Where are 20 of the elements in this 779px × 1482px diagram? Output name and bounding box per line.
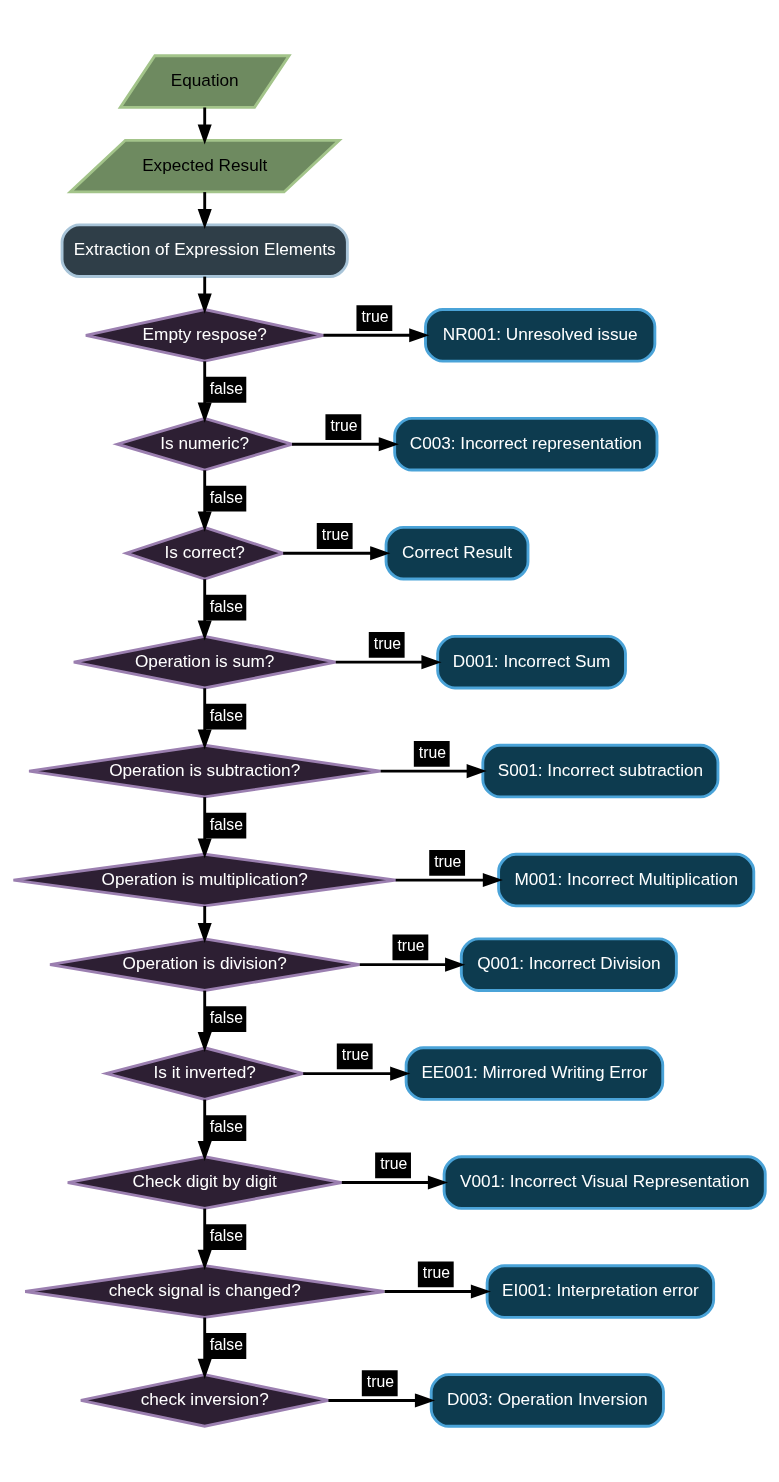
edge-label: false: [209, 1227, 244, 1245]
edge-label: false: [209, 1336, 244, 1353]
edge-label: true: [422, 1264, 451, 1282]
edge-label: false: [209, 488, 244, 506]
edge-label: false: [209, 815, 244, 833]
edge-label: true: [321, 526, 349, 544]
edge-label: true: [341, 1046, 369, 1064]
edge-label: true: [330, 417, 358, 435]
edge-label: false: [209, 597, 244, 615]
edge-label: true: [380, 1155, 408, 1173]
edge-label: false: [209, 379, 244, 397]
edge-label: false: [209, 1009, 244, 1027]
edge-label: true: [397, 937, 425, 955]
edge-label: true: [418, 743, 446, 761]
edge-label: false: [209, 1118, 244, 1136]
edge-label: true: [361, 308, 389, 326]
edge-label: false: [209, 706, 244, 724]
edge-label: true: [434, 852, 462, 870]
edge-label: true: [366, 1373, 394, 1391]
edge-label: true: [373, 634, 401, 652]
